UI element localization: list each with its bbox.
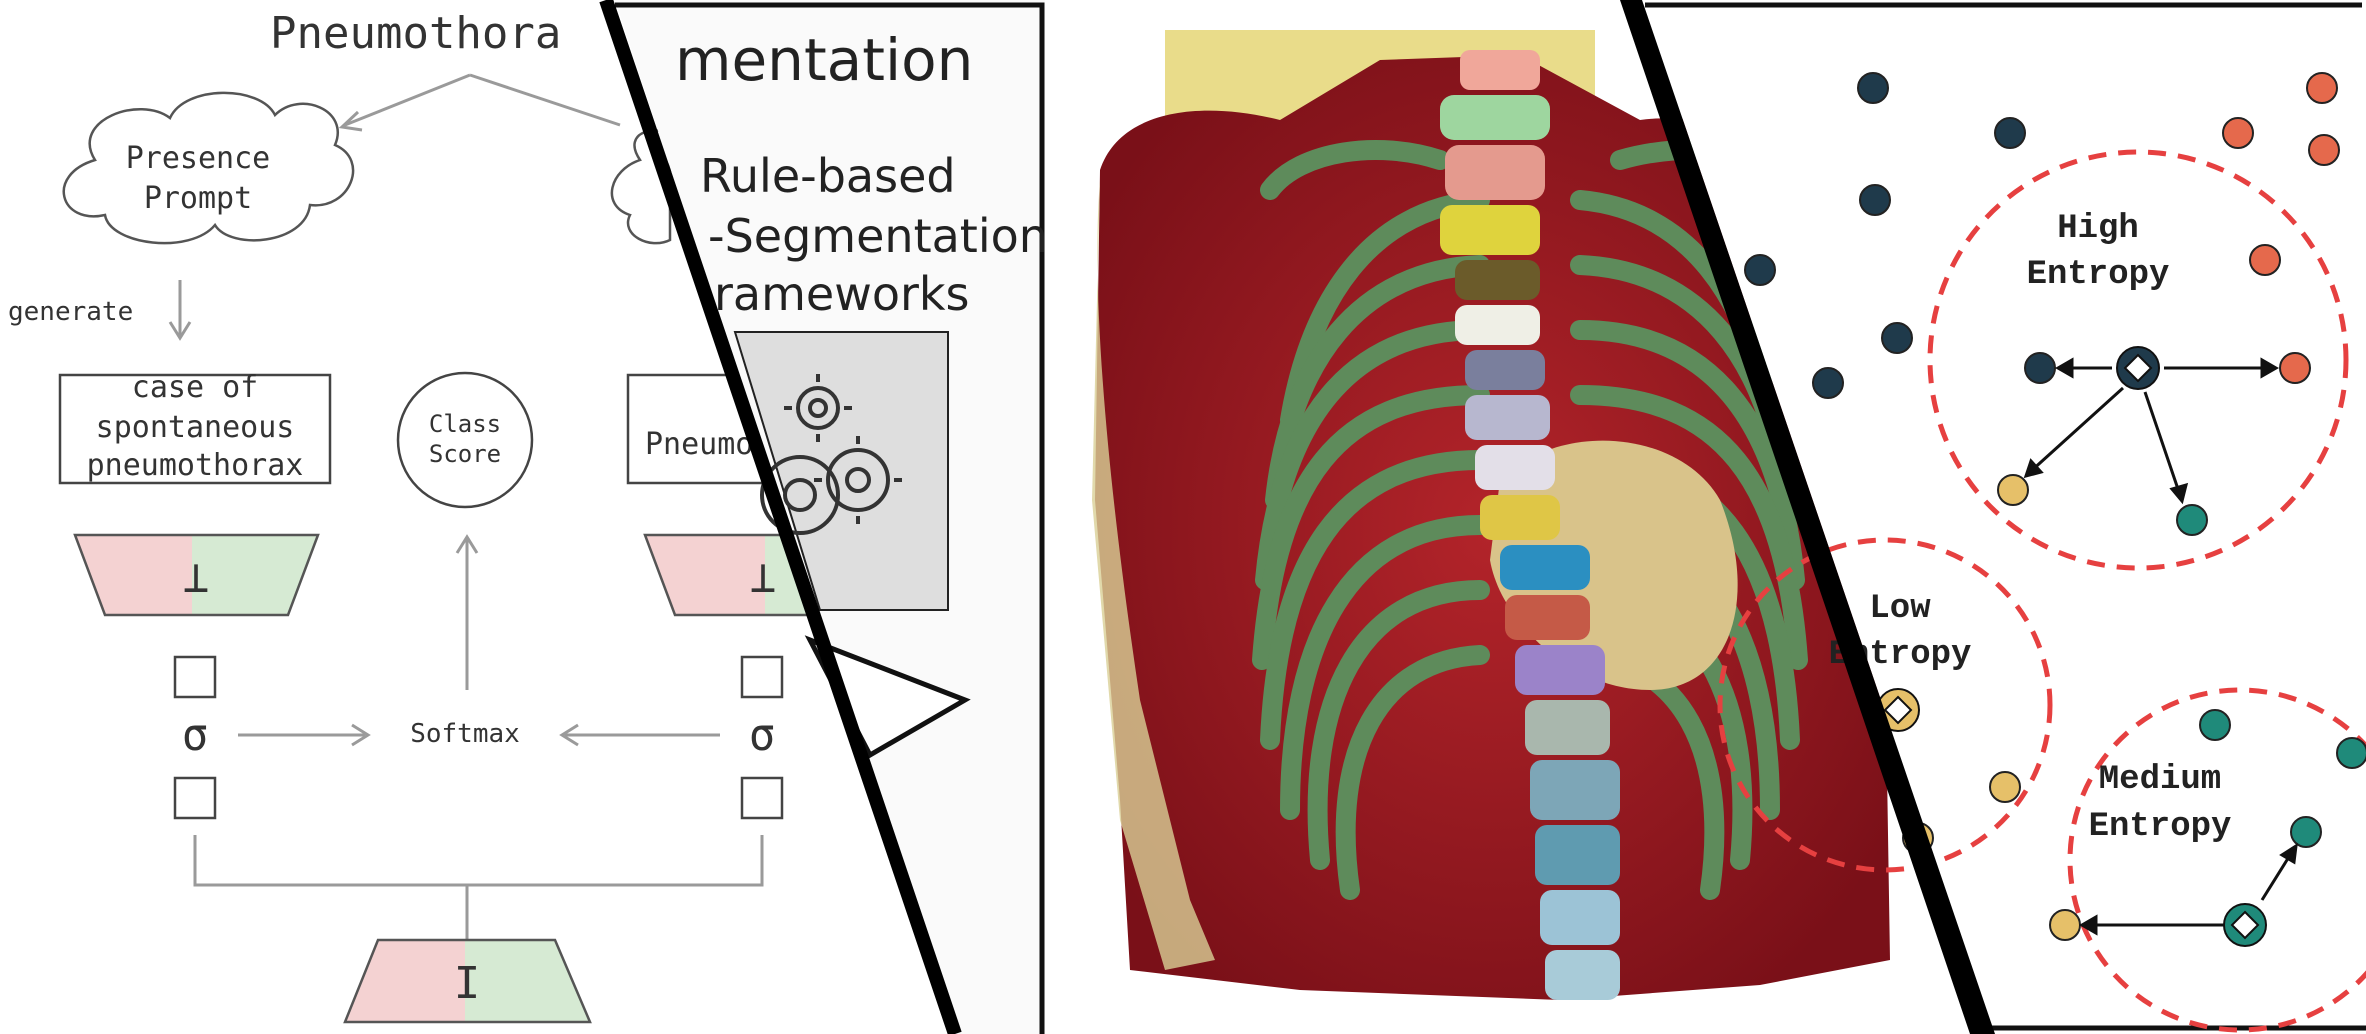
medium-label-1: Medium [2099, 761, 2221, 799]
spine-column [1440, 50, 1620, 1000]
high-label-1: High [2057, 210, 2139, 248]
sigma-right: σ [740, 655, 784, 820]
rule-line-1: Rule-based [700, 149, 956, 203]
presence-line-1: Presence [126, 141, 271, 176]
rule-title-partial: mentation [675, 26, 973, 94]
image-connector [193, 835, 764, 940]
low-label-1: Low [1869, 590, 1931, 628]
softmax-to-score-arrow [455, 534, 479, 690]
case-text-box: case of spontaneous pneumothorax [58, 370, 332, 485]
generate-arrow [168, 280, 192, 341]
presence-prompt-cloud: Presence Prompt [62, 91, 355, 245]
image-symbol: I [454, 958, 481, 1009]
chest-ct-3d-render [1092, 30, 1890, 1000]
high-entropy-query-node [2116, 346, 2160, 390]
rule-line-2: -Segmentation [708, 209, 1048, 263]
sigma-left-symbol: σ [182, 710, 209, 761]
case-line-1: case of [132, 370, 258, 405]
title-arrows [338, 73, 621, 132]
sigma-to-softmax-arrows [238, 723, 720, 747]
class-score-node: Class Score [396, 371, 534, 509]
high-entropy-region [1927, 149, 2349, 571]
right-box-text: Pneumo [645, 427, 753, 462]
class-score-line-1: Class [429, 410, 501, 438]
case-line-2: spontaneous [96, 410, 295, 445]
text-encoder-left: ⊥ [73, 533, 320, 617]
case-line-3: pneumothorax [87, 448, 304, 483]
generate-label: generate [8, 297, 133, 327]
high-label-2: Entropy [2027, 256, 2170, 294]
image-encoder: I [343, 938, 592, 1024]
softmax-label: Softmax [410, 719, 520, 749]
rule-line-3: rameworks [714, 267, 970, 321]
perp-symbol-right: ⊥ [750, 552, 777, 603]
medium-label-2: Entropy [2089, 808, 2232, 846]
divider-left [599, 0, 962, 1034]
perp-symbol-left: ⊥ [183, 552, 210, 603]
sigma-right-symbol: σ [749, 710, 776, 761]
sigma-left: σ [173, 655, 217, 820]
medium-entropy-query-node [2223, 903, 2267, 947]
low-entropy-region [1717, 537, 2053, 873]
entropy-arrows [2023, 357, 2298, 936]
presence-line-2: Prompt [144, 181, 252, 216]
class-score-line-2: Score [429, 440, 501, 468]
gears-icon [760, 374, 902, 535]
diagram-title: Pneumothora [270, 8, 561, 59]
